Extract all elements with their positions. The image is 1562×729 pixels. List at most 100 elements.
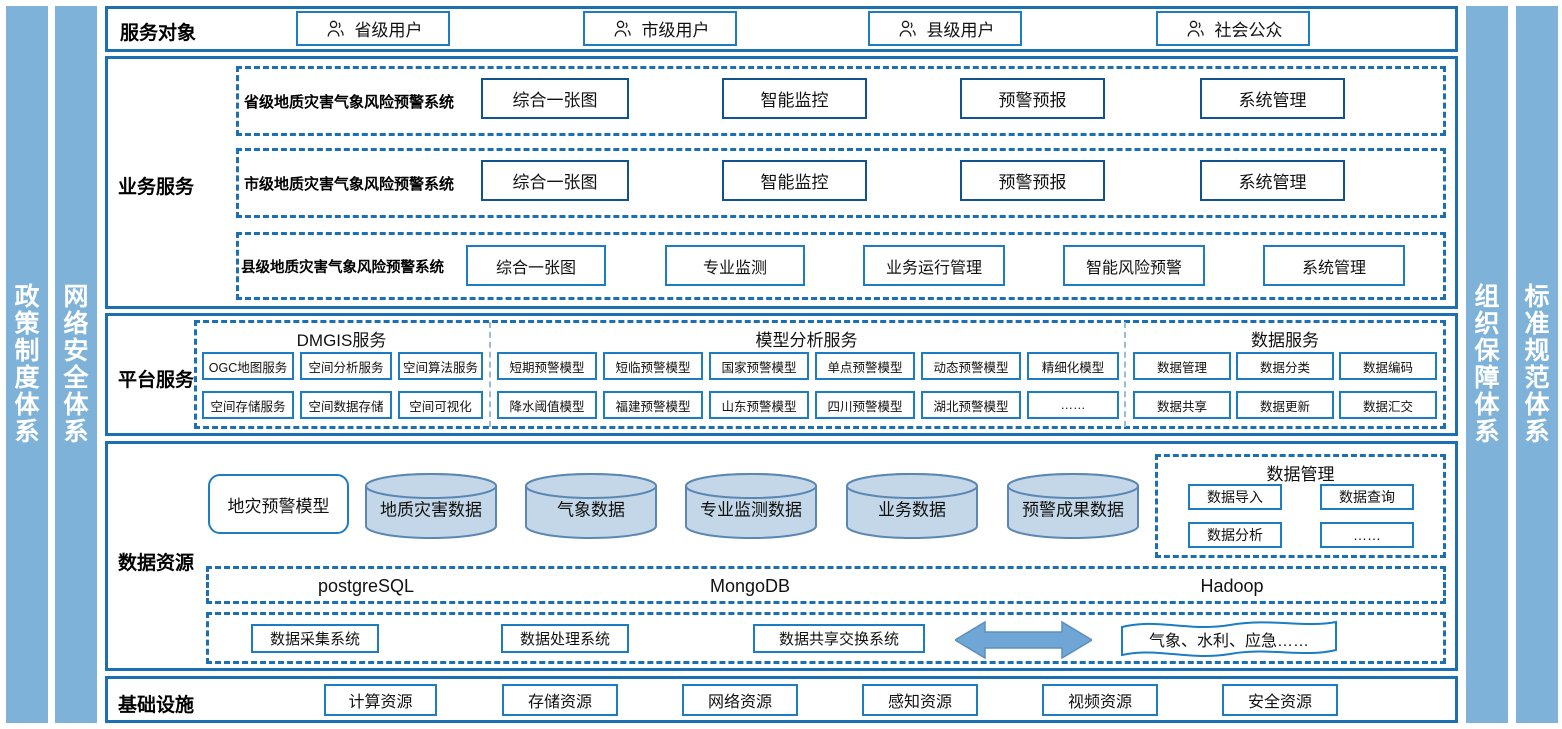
business-module-province-1[interactable]: 综合一张图 — [481, 78, 629, 119]
business-module-province-3[interactable]: 预警预报 — [960, 78, 1105, 119]
database-hadoop: Hadoop — [1200, 576, 1264, 596]
business-module-county-1[interactable]: 综合一张图 — [466, 245, 606, 286]
cylinder-label: 业务数据 — [878, 500, 946, 520]
cylinder-label: 地质灾害数据 — [380, 500, 482, 520]
cylinder-business-data[interactable]: 业务数据 — [845, 472, 979, 540]
pillar-standard-specification-system: 标准规范体系 — [1516, 6, 1558, 723]
platform-item-more-models[interactable]: …… — [1027, 391, 1119, 419]
infrastructure-item-security[interactable]: 安全资源 — [1222, 684, 1338, 716]
platform-item-single-point-warning-model[interactable]: 单点预警模型 — [815, 352, 915, 380]
data-system-processing[interactable]: 数据处理系统 — [501, 624, 629, 653]
infrastructure-label: 基础设施 — [118, 695, 195, 716]
database-mongodb: MongoDB — [709, 576, 791, 596]
user-icon — [899, 20, 916, 37]
infrastructure-item-compute[interactable]: 计算资源 — [324, 684, 437, 716]
platform-group-divider-1 — [489, 322, 491, 427]
platform-group-title-dmgis: DMGIS服务 — [296, 331, 387, 350]
platform-item-spatial-data-storage[interactable]: 空间数据存储 — [300, 391, 392, 419]
platform-item-data-coding[interactable]: 数据编码 — [1339, 352, 1437, 380]
platform-group-title-data: 数据服务 — [1251, 331, 1319, 350]
database-row — [206, 566, 1446, 604]
infrastructure-item-network[interactable]: 网络资源 — [682, 684, 798, 716]
user-chip-province[interactable]: 省级用户 — [296, 11, 450, 46]
business-row-province — [236, 66, 1446, 136]
external-departments-doc[interactable]: 气象、水利、应急…… — [1118, 618, 1340, 660]
user-chip-label: 省级用户 — [354, 21, 423, 40]
pillar-policy-system: 政策制度体系 — [6, 6, 48, 723]
user-chip-label: 市级用户 — [641, 21, 710, 40]
user-chip-county[interactable]: 县级用户 — [868, 11, 1022, 46]
platform-item-fujian-warning-model[interactable]: 福建预警模型 — [603, 391, 703, 419]
business-module-city-3[interactable]: 预警预报 — [960, 160, 1105, 201]
cylinder-label: 专业监测数据 — [700, 500, 802, 520]
platform-item-data-management[interactable]: 数据管理 — [1133, 352, 1231, 380]
business-row-county-system: 县级地质灾害气象风险预警系统 — [241, 260, 444, 276]
database-postgresql: postgreSQL — [317, 576, 415, 596]
platform-item-sichuan-warning-model[interactable]: 四川预警模型 — [815, 391, 915, 419]
data-system-sharing-exchange[interactable]: 数据共享交换系统 — [753, 624, 925, 653]
business-module-city-4[interactable]: 系统管理 — [1200, 160, 1345, 201]
user-chip-city[interactable]: 市级用户 — [583, 11, 737, 46]
business-module-province-4[interactable]: 系统管理 — [1200, 78, 1345, 119]
cylinder-label: 预警成果数据 — [1022, 500, 1124, 520]
pillar-organization-guarantee-system: 组织保障体系 — [1466, 6, 1508, 723]
platform-item-refined-model[interactable]: 精细化模型 — [1027, 352, 1119, 380]
platform-item-data-update[interactable]: 数据更新 — [1236, 391, 1334, 419]
business-module-city-2[interactable]: 智能监控 — [722, 160, 867, 201]
business-module-county-2[interactable]: 专业监测 — [665, 245, 805, 286]
business-module-province-2[interactable]: 智能监控 — [722, 78, 867, 119]
user-chip-public[interactable]: 社会公众 — [1156, 11, 1310, 46]
cylinder-professional-monitoring-data[interactable]: 专业监测数据 — [684, 472, 818, 540]
double-arrow-icon — [955, 620, 1092, 660]
service-object-label: 服务对象 — [120, 23, 197, 44]
platform-item-hubei-warning-model[interactable]: 湖北预警模型 — [921, 391, 1021, 419]
pillar-standard-label: 标准规范体系 — [1524, 282, 1550, 446]
platform-item-spatial-storage-service[interactable]: 空间存储服务 — [202, 391, 294, 419]
platform-item-spatial-algorithm-service[interactable]: 空间算法服务 — [398, 352, 483, 380]
platform-item-ogc-map-service[interactable]: OGC地图服务 — [202, 352, 294, 380]
platform-item-short-imminent-warning-model[interactable]: 短临预警模型 — [603, 352, 703, 380]
data-management-item-analysis[interactable]: 数据分析 — [1188, 522, 1282, 548]
external-departments-label: 气象、水利、应急…… — [1148, 633, 1309, 650]
platform-item-dynamic-warning-model[interactable]: 动态预警模型 — [921, 352, 1021, 380]
platform-item-national-warning-model[interactable]: 国家预警模型 — [709, 352, 809, 380]
data-management-item-query[interactable]: 数据查询 — [1320, 484, 1414, 510]
platform-service-inner — [194, 320, 1446, 429]
cylinder-meteorology-data[interactable]: 气象数据 — [524, 472, 658, 540]
data-management-item-more[interactable]: …… — [1320, 522, 1414, 548]
platform-item-data-exchange[interactable]: 数据汇交 — [1339, 391, 1437, 419]
platform-item-shandong-warning-model[interactable]: 山东预警模型 — [709, 391, 809, 419]
business-module-county-5[interactable]: 系统管理 — [1263, 245, 1405, 286]
platform-item-spatial-visualization[interactable]: 空间可视化 — [398, 391, 483, 419]
user-icon — [327, 20, 344, 37]
cylinder-geohazard-data[interactable]: 地质灾害数据 — [364, 472, 498, 540]
infrastructure-item-sensing[interactable]: 感知资源 — [862, 684, 978, 716]
data-management-item-import[interactable]: 数据导入 — [1188, 484, 1282, 510]
business-row-county — [236, 232, 1446, 300]
data-system-collection[interactable]: 数据采集系统 — [251, 624, 379, 653]
platform-service-label: 平台服务 — [118, 370, 195, 391]
user-chip-label: 社会公众 — [1214, 21, 1283, 40]
data-resource-label: 数据资源 — [118, 553, 195, 574]
cylinder-warning-result-data[interactable]: 预警成果数据 — [1006, 472, 1140, 540]
business-module-county-3[interactable]: 业务运行管理 — [863, 245, 1005, 286]
pillar-organization-label: 组织保障体系 — [1474, 282, 1500, 446]
infrastructure-item-storage[interactable]: 存储资源 — [502, 684, 618, 716]
platform-item-short-term-warning-model[interactable]: 短期预警模型 — [497, 352, 597, 380]
platform-item-data-classification[interactable]: 数据分类 — [1236, 352, 1334, 380]
data-management-title: 数据管理 — [1266, 465, 1335, 484]
platform-item-data-sharing[interactable]: 数据共享 — [1133, 391, 1231, 419]
cylinder-label: 气象数据 — [557, 500, 625, 520]
pillar-network-security-system: 网络安全体系 — [55, 6, 97, 723]
business-module-county-4[interactable]: 智能风险预警 — [1063, 245, 1205, 286]
data-model-box[interactable]: 地灾预警模型 — [208, 474, 349, 534]
business-module-city-1[interactable]: 综合一张图 — [481, 160, 629, 201]
platform-item-spatial-analysis-service[interactable]: 空间分析服务 — [300, 352, 392, 380]
user-icon — [614, 20, 631, 37]
data-management-panel — [1155, 454, 1446, 558]
infrastructure-item-video[interactable]: 视频资源 — [1042, 684, 1158, 716]
platform-item-rainfall-threshold-model[interactable]: 降水阈值模型 — [497, 391, 597, 419]
user-icon — [1187, 20, 1204, 37]
business-service-label: 业务服务 — [118, 177, 195, 198]
business-row-province-system: 省级地质灾害气象风险预警系统 — [244, 94, 455, 111]
